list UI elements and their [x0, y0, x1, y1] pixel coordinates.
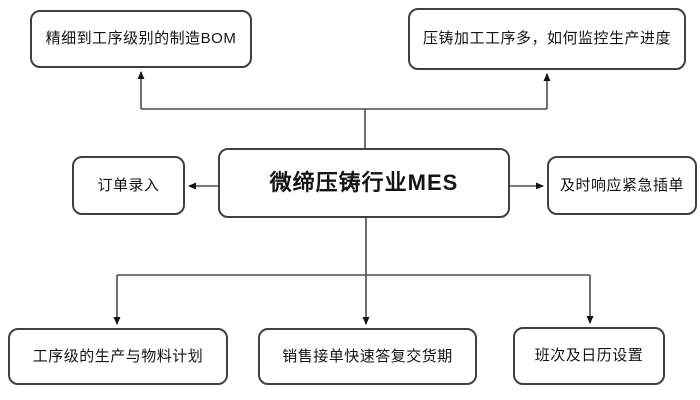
node-order-entry: 订单录入 [72, 156, 185, 215]
node-production-material-plan: 工序级的生产与物料计划 [8, 328, 228, 385]
node-monitor-production-progress: 压铸加工工序多，如何监控生产进度 [408, 8, 686, 70]
node-center-mes: 微缔压铸行业MES [218, 148, 510, 218]
node-manufacturing-bom: 精细到工序级别的制造BOM [30, 10, 252, 68]
node-shift-calendar-settings: 班次及日历设置 [513, 327, 665, 385]
node-urgent-order-response: 及时响应紧急插单 [547, 156, 697, 215]
node-sales-delivery-reply: 销售接单快速答复交货期 [258, 328, 477, 385]
